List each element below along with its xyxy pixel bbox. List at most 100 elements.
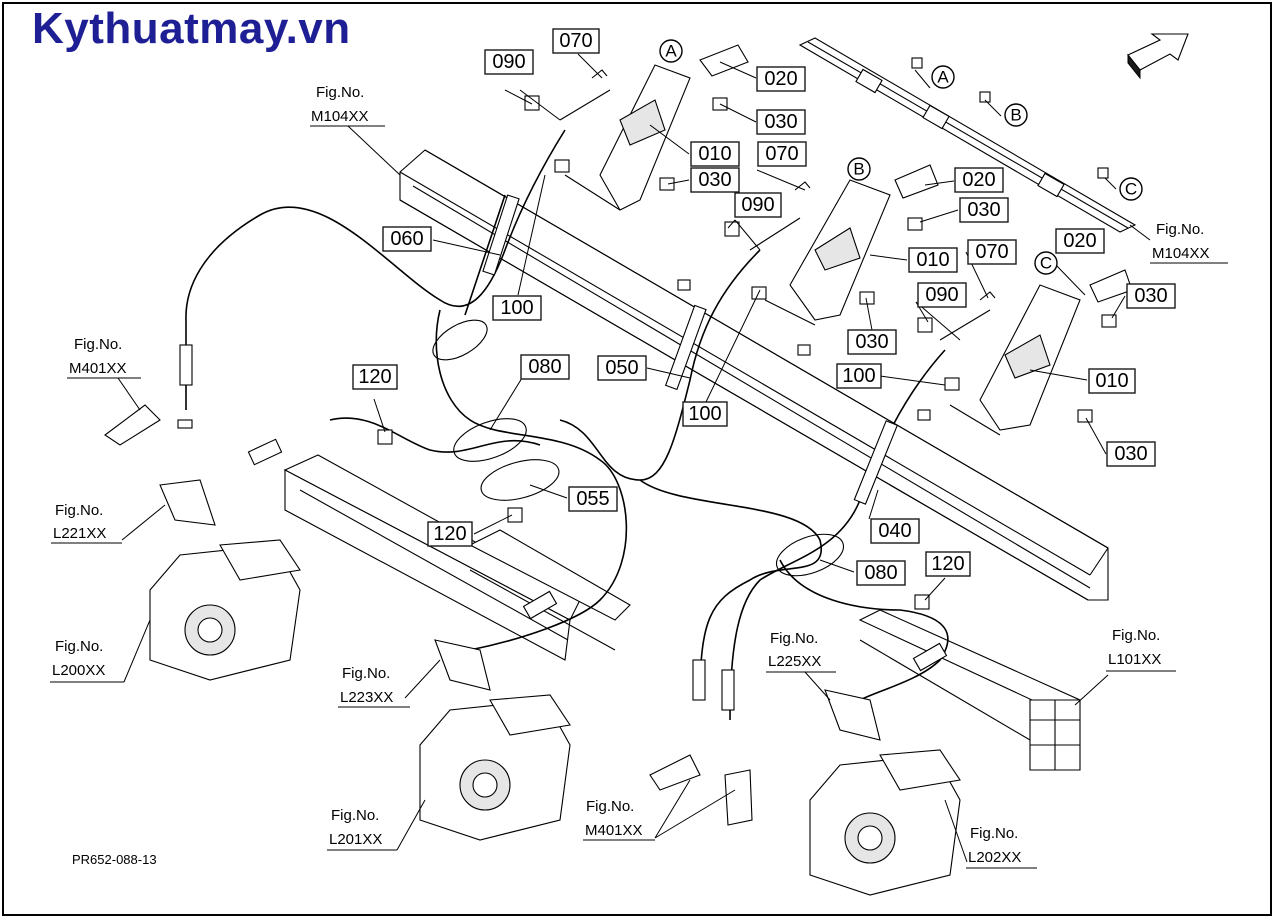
main-frame-beam (399, 149, 1109, 601)
part-label-010-c: 010 (1088, 368, 1136, 394)
part-label-020-b: 020 (954, 167, 1004, 193)
svg-text:040: 040 (878, 520, 911, 542)
letter-callout-a-pedal: A (659, 39, 683, 63)
svg-text:090: 090 (741, 194, 774, 216)
svg-text:090: 090 (492, 51, 525, 73)
part-label-090-b: 090 (734, 192, 782, 218)
figure-references: Fig.No. M104XX Fig.No. M104XX Fig.No. M4… (50, 84, 1228, 869)
spring-links (524, 69, 996, 391)
fig-ref-m401-bottom: Fig.No. M401XX (583, 798, 655, 841)
svg-text:Fig.No.: Fig.No. (342, 665, 390, 682)
svg-text:090: 090 (925, 284, 958, 306)
fig-ref-l201: Fig.No. L201XX (327, 807, 397, 851)
fig-ref-m104-right: Fig.No. M104XX (1150, 221, 1228, 264)
part-label-050: 050 (597, 355, 647, 381)
svg-text:020: 020 (1063, 230, 1096, 252)
part-label-040: 040 (870, 518, 920, 544)
upper-bracket-strip (798, 37, 1137, 233)
svg-text:Fig.No.: Fig.No. (586, 798, 634, 815)
part-label-020-c: 020 (1055, 228, 1105, 254)
svg-text:010: 010 (916, 249, 949, 271)
part-label-060: 060 (382, 226, 432, 252)
svg-text:120: 120 (358, 366, 391, 388)
svg-text:L200XX: L200XX (52, 662, 105, 679)
svg-text:100: 100 (842, 365, 875, 387)
part-label-080-a: 080 (520, 354, 570, 380)
svg-text:010: 010 (1095, 370, 1128, 392)
svg-text:070: 070 (765, 143, 798, 165)
part-number-labels: 090 070 020 030 010 030 070 020 090 030 … (352, 28, 1176, 586)
svg-text:055: 055 (576, 488, 609, 510)
svg-text:L201XX: L201XX (329, 831, 382, 848)
svg-text:010: 010 (698, 143, 731, 165)
fig-ref-l200: Fig.No. L200XX (50, 638, 124, 683)
drawing-code: PR652-088-13 (72, 852, 157, 867)
svg-text:Fig.No.: Fig.No. (74, 336, 122, 353)
part-label-070-b: 070 (757, 141, 807, 167)
part-label-080-b: 080 (856, 560, 906, 586)
svg-text:020: 020 (764, 68, 797, 90)
svg-text:Fig.No.: Fig.No. (55, 638, 103, 655)
svg-text:030: 030 (967, 199, 1000, 221)
direction-arrow-icon (1127, 33, 1189, 80)
svg-text:070: 070 (975, 241, 1008, 263)
part-label-020-a: 020 (756, 66, 806, 92)
leader-lines (117, 53, 1151, 863)
letter-callout-c-bracket: C (1119, 177, 1143, 201)
cable-fittings (177, 344, 948, 711)
brake-cables (185, 129, 949, 721)
part-label-030-a: 030 (756, 109, 806, 135)
svg-text:Fig.No.: Fig.No. (1156, 221, 1204, 238)
svg-text:080: 080 (528, 356, 561, 378)
svg-text:B: B (853, 160, 864, 179)
svg-text:060: 060 (390, 228, 423, 250)
svg-text:Fig.No.: Fig.No. (316, 84, 364, 101)
brake-pedal-c (949, 269, 1133, 436)
svg-text:Fig.No.: Fig.No. (770, 630, 818, 647)
axle-housing-left (149, 539, 301, 681)
part-label-030-d: 030 (1126, 283, 1176, 309)
part-label-090-a: 090 (484, 49, 534, 75)
svg-text:030: 030 (855, 331, 888, 353)
svg-text:100: 100 (688, 403, 721, 425)
site-logo: Kythuatmay.vn (32, 4, 351, 53)
svg-text:C: C (1040, 254, 1052, 273)
svg-text:B: B (1010, 106, 1021, 125)
svg-text:A: A (665, 42, 677, 61)
part-label-055: 055 (568, 486, 618, 512)
axle-housing-middle (419, 694, 571, 841)
part-label-030-b: 030 (690, 167, 740, 193)
svg-text:030: 030 (1134, 285, 1167, 307)
svg-text:L223XX: L223XX (340, 689, 393, 706)
svg-text:L225XX: L225XX (768, 653, 821, 670)
fig-ref-l202: Fig.No. L202XX (966, 825, 1037, 869)
fig-ref-l223: Fig.No. L223XX (338, 665, 410, 708)
part-label-030-f: 030 (1106, 441, 1156, 467)
svg-text:100: 100 (500, 297, 533, 319)
part-label-090-c: 090 (917, 282, 967, 308)
svg-text:Fig.No.: Fig.No. (331, 807, 379, 824)
svg-text:120: 120 (931, 553, 964, 575)
lower-rail-right (858, 609, 1081, 771)
svg-text:A: A (937, 68, 949, 87)
brake-pedal-a (564, 44, 749, 211)
fig-ref-l101: Fig.No. L101XX (1106, 627, 1176, 672)
svg-text:Fig.No.: Fig.No. (970, 825, 1018, 842)
svg-text:M401XX: M401XX (69, 360, 127, 377)
brake-levers (104, 404, 881, 826)
svg-text:070: 070 (559, 30, 592, 52)
bolts (659, 57, 1117, 423)
part-label-010-b: 010 (908, 247, 958, 273)
part-label-100-c: 100 (836, 363, 882, 389)
svg-text:Fig.No.: Fig.No. (55, 502, 103, 519)
part-label-010-a: 010 (690, 141, 740, 167)
svg-text:M401XX: M401XX (585, 822, 643, 839)
fig-ref-m104-left: Fig.No. M104XX (310, 84, 385, 127)
svg-text:Fig.No.: Fig.No. (1112, 627, 1160, 644)
svg-text:C: C (1125, 180, 1137, 199)
part-label-120-a: 120 (352, 364, 398, 390)
letter-callout-b-pedal: B (847, 157, 871, 181)
svg-text:M104XX: M104XX (1152, 245, 1210, 262)
svg-text:020: 020 (962, 169, 995, 191)
